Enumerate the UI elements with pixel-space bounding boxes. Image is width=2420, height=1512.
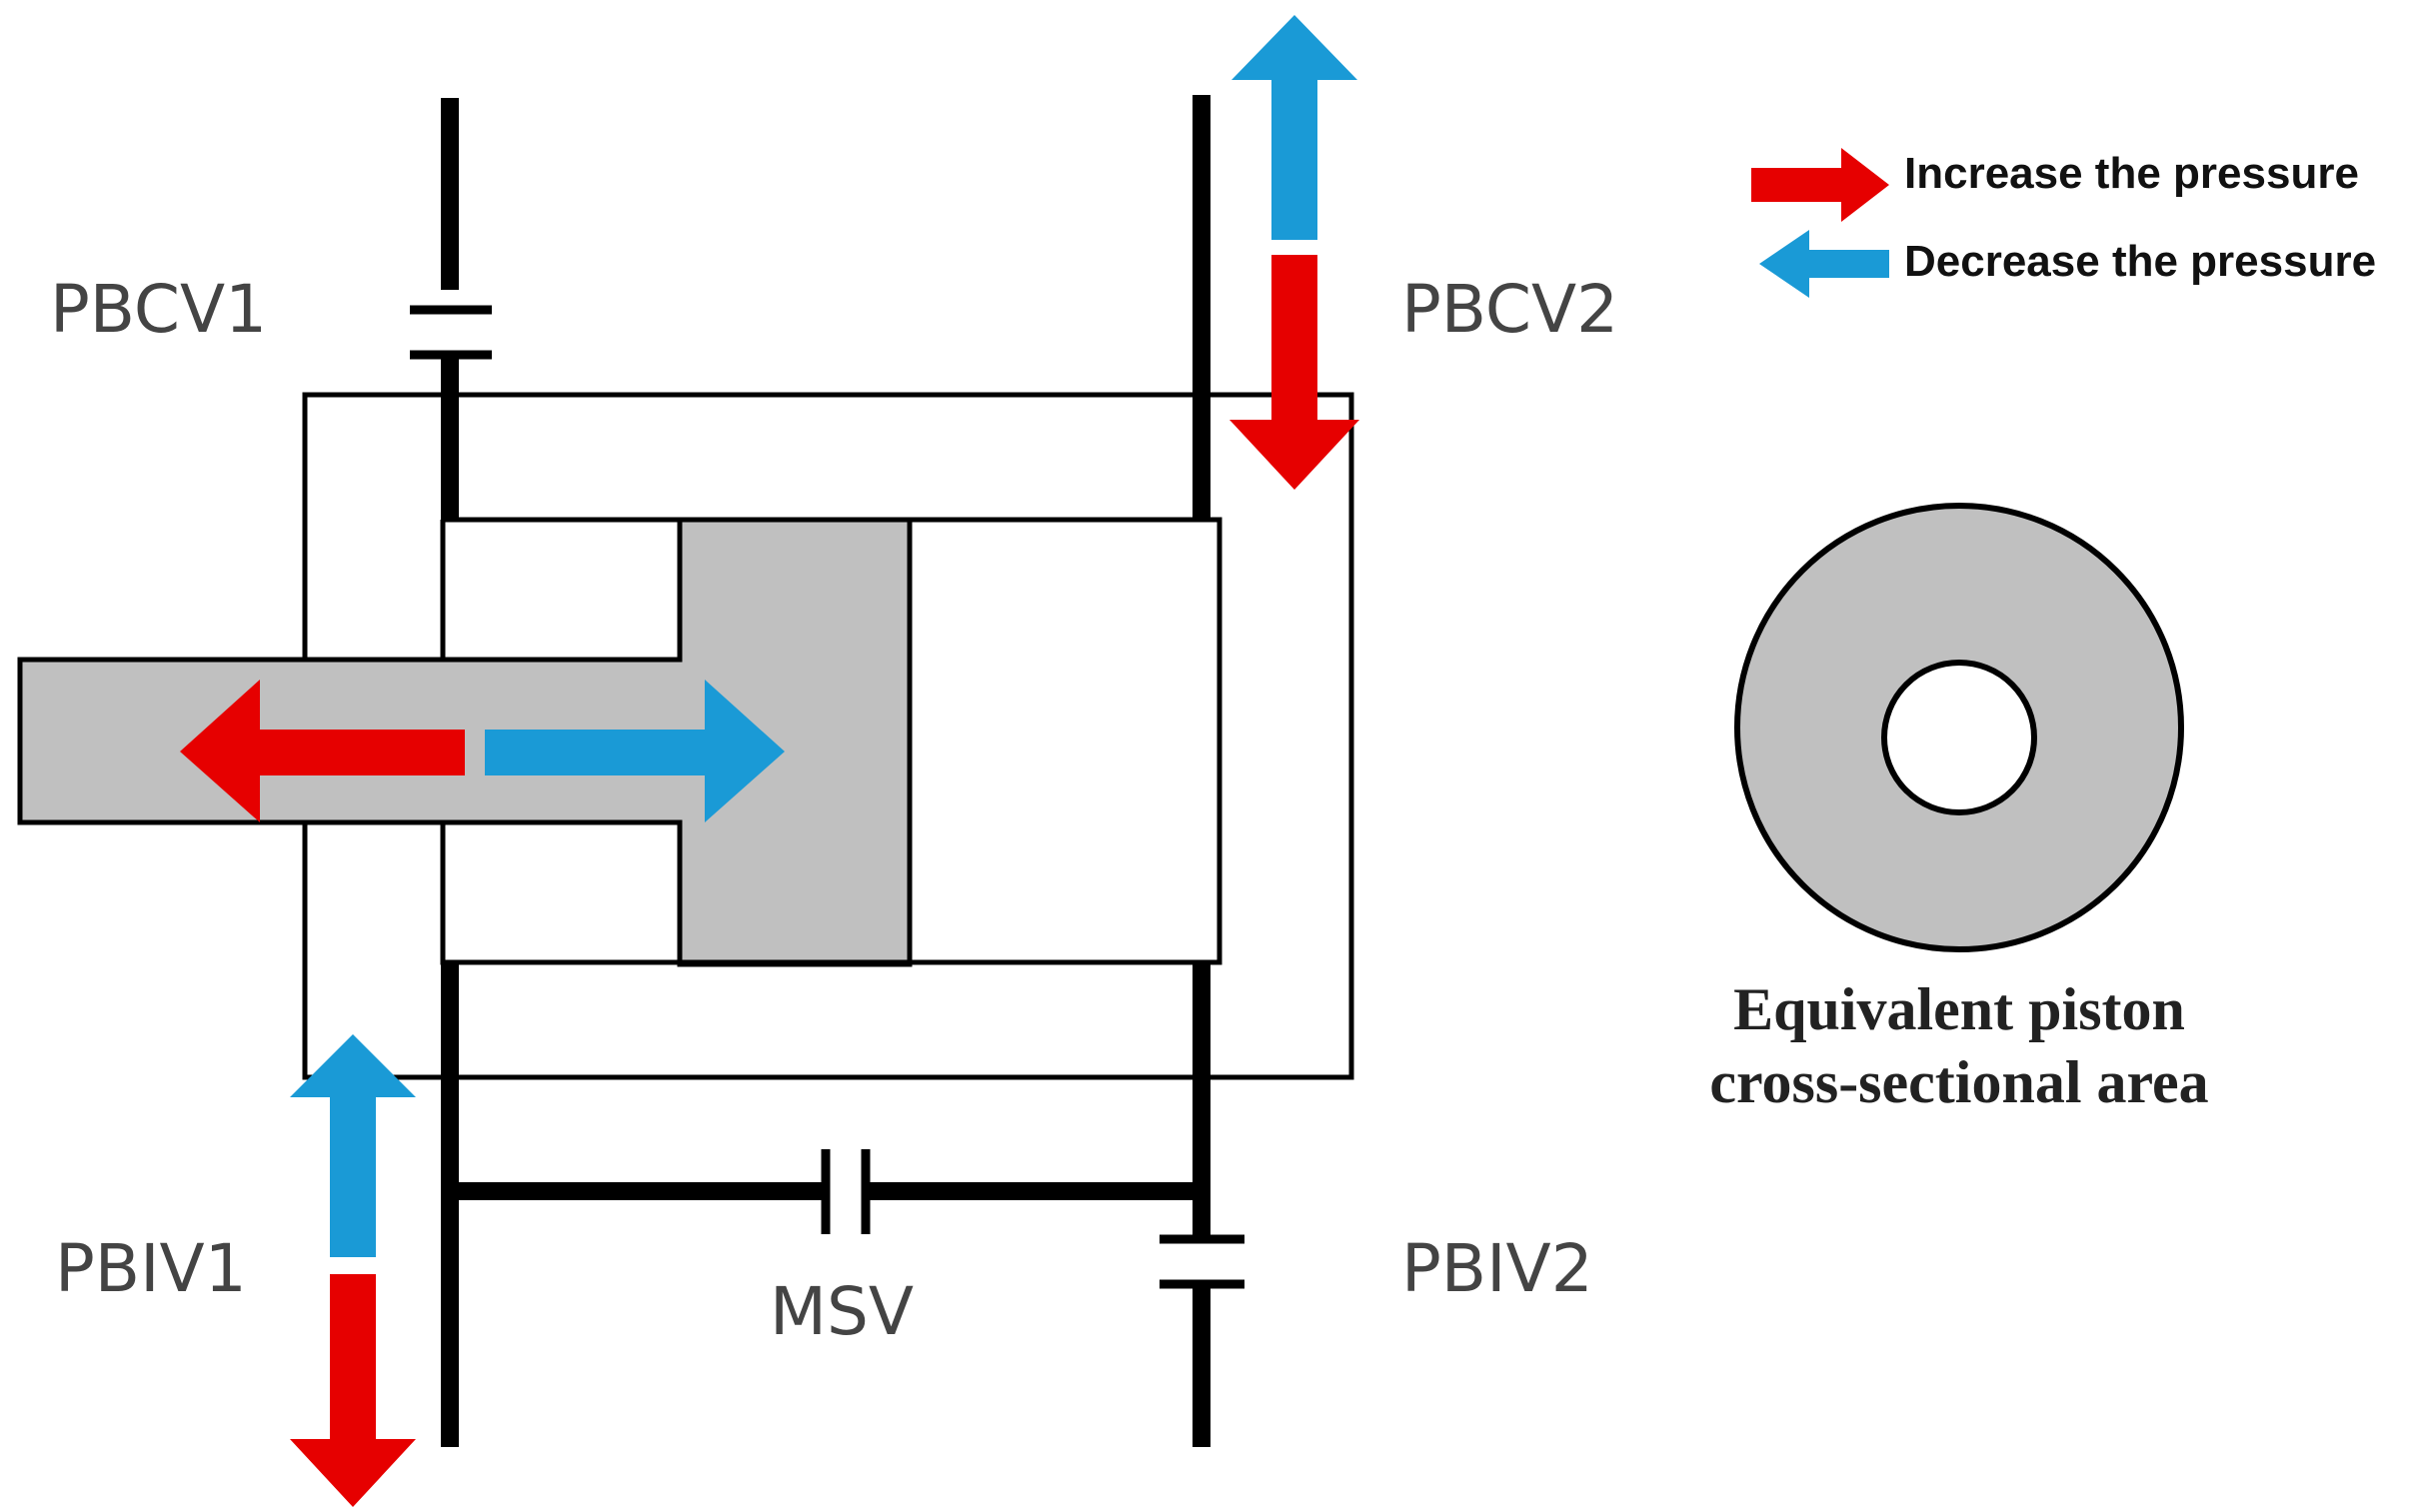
pbcv2-red-arrow-icon: [1229, 255, 1359, 490]
pbcv1-valve-icon: [410, 305, 492, 360]
msv-valve-icon: [821, 1149, 871, 1234]
annulus-icon: [1734, 503, 2184, 952]
piston-blue-arrow-icon: [485, 680, 785, 822]
pbiv2-valve-icon: [1160, 1234, 1244, 1289]
label-pbcv1: PBCV1: [50, 271, 267, 348]
legend-blue-arrow-icon: [1759, 230, 1889, 298]
legend-red-arrow-icon: [1751, 148, 1889, 222]
legend-decrease-label: Decrease the pressure: [1904, 237, 2376, 286]
label-msv: MSV: [770, 1273, 914, 1350]
label-pbcv2: PBCV2: [1401, 271, 1618, 348]
pbcv2-blue-arrow-icon: [1231, 15, 1357, 240]
label-pbiv1: PBIV1: [55, 1230, 247, 1307]
legend-increase-label: Increase the pressure: [1904, 149, 2359, 198]
label-pbiv2: PBIV2: [1401, 1230, 1593, 1307]
cylinder-right-chamber: [907, 517, 1222, 965]
caption-line2: cross-sectional area: [1709, 1049, 2208, 1115]
caption-line1: Equivalent piston: [1733, 976, 2185, 1042]
pbiv1-blue-arrow-icon: [290, 1034, 416, 1257]
pbiv1-red-arrow-icon: [290, 1274, 416, 1507]
piston-red-arrow-icon: [180, 680, 465, 822]
